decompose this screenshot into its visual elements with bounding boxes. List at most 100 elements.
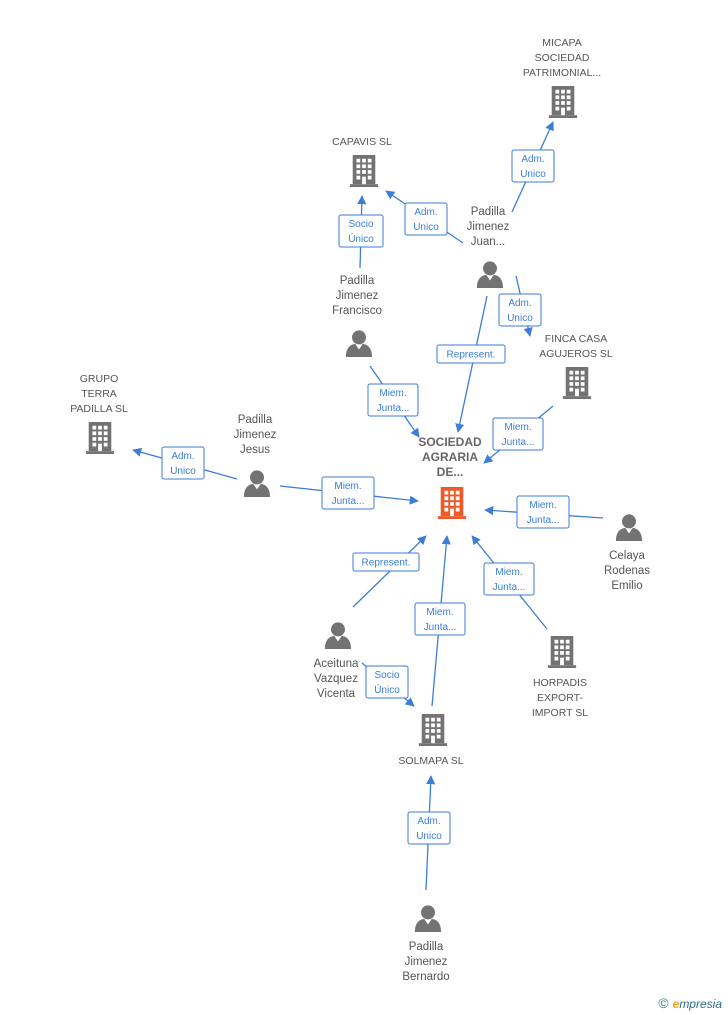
node-label: AGUJEROS SL — [539, 348, 613, 360]
relation-badge[interactable] — [511, 149, 555, 183]
node-label: TERRA — [81, 388, 117, 400]
relation-badge[interactable] — [516, 495, 570, 529]
edge-e5: Represent. — [436, 295, 506, 433]
building-icon — [547, 636, 577, 668]
node-label: Celaya — [609, 550, 645, 562]
relation-badge[interactable] — [436, 344, 506, 364]
node-label: Padilla — [409, 941, 444, 953]
relation-label: Junta... — [377, 403, 410, 414]
relation-label: Represent. — [362, 558, 411, 569]
node-label: Aceituna — [314, 658, 359, 670]
relation-label: Unico — [416, 831, 442, 842]
relation-label: Miem. — [334, 481, 361, 492]
building-icon — [85, 422, 115, 454]
node-main[interactable]: SOCIEDADAGRARIADE... — [418, 435, 482, 519]
person-icon — [243, 470, 271, 497]
relation-badge[interactable] — [161, 446, 205, 480]
person-icon — [324, 622, 352, 649]
node-label: FINCA CASA — [545, 333, 607, 345]
node-label: Rodenas — [604, 565, 650, 577]
node-label: SOCIEDAD — [535, 52, 590, 64]
relation-label: Socio — [374, 670, 399, 681]
node-label: Padilla — [238, 414, 273, 426]
node-juan[interactable]: PadillaJimenezJuan... — [467, 206, 510, 288]
building-icon — [548, 86, 578, 118]
node-label: Bernardo — [402, 971, 449, 983]
footer-brand: ©empresia — [658, 995, 722, 1011]
node-label: HORPADIS — [533, 677, 587, 689]
node-label: Jimenez — [234, 429, 277, 441]
relation-badge[interactable] — [483, 562, 535, 596]
relation-badge[interactable] — [498, 293, 542, 327]
edge-e11: Represent. — [352, 535, 427, 608]
node-label: Vicenta — [317, 688, 356, 700]
relation-label: Junta... — [502, 437, 535, 448]
node-label: Juan... — [471, 236, 506, 248]
node-label: Jimenez — [405, 956, 448, 968]
relation-label: Unico — [413, 222, 439, 233]
node-label: PADILLA SL — [70, 403, 128, 415]
node-micapa[interactable]: MICAPASOCIEDADPATRIMONIAL... — [523, 37, 601, 118]
relation-badge[interactable] — [352, 552, 420, 572]
person-icon — [476, 261, 504, 288]
node-label: MICAPA — [542, 37, 581, 49]
edge-e6: Miem.Junta... — [367, 365, 420, 438]
edge-arrow — [455, 295, 488, 433]
relation-label: Junta... — [424, 622, 457, 633]
node-grupo[interactable]: GRUPO TERRA PADILLA SL — [70, 373, 128, 454]
building-icon — [562, 367, 592, 399]
relation-label: Unico — [520, 169, 546, 180]
relation-label: Socio — [348, 219, 373, 230]
node-label: Emilio — [611, 580, 642, 592]
node-label: Francisco — [332, 305, 382, 317]
node-label: Jimenez — [336, 290, 379, 302]
node-label: CAPAVIS SL — [332, 136, 392, 148]
building-icon — [418, 714, 448, 746]
relation-badge[interactable] — [365, 665, 409, 699]
edge-e4: Adm.Unico — [498, 275, 542, 337]
relation-label: Miem. — [426, 607, 453, 618]
relation-badge[interactable] — [414, 602, 466, 636]
node-label: EXPORT- — [537, 692, 583, 704]
relation-label: Único — [348, 232, 374, 245]
person-icon — [414, 905, 442, 932]
node-label: Jimenez — [467, 221, 510, 233]
node-label: Vazquez — [314, 673, 358, 685]
edge-e2: Adm.Unico — [385, 190, 464, 244]
building-icon — [437, 487, 467, 519]
edge-e7: Miem. Junta... — [483, 405, 554, 464]
relation-label: Junta... — [493, 582, 526, 593]
relation-badge[interactable] — [367, 383, 419, 417]
edge-e15: Adm. Unico — [407, 775, 451, 891]
relation-label: Miem. — [504, 422, 531, 433]
relation-badge[interactable] — [338, 214, 384, 248]
edge-e9: Miem.Junta... — [279, 476, 419, 510]
relation-badge[interactable] — [321, 476, 375, 510]
node-label: DE... — [437, 465, 464, 479]
node-label: AGRARIA — [422, 450, 478, 464]
node-label: GRUPO — [80, 373, 119, 385]
relation-badge[interactable] — [404, 202, 448, 236]
relation-label: Adm. — [417, 816, 440, 827]
edge-e8: Adm.Unico — [132, 446, 238, 480]
node-solmapa[interactable]: SOLMAPA SL — [398, 714, 464, 767]
relation-label: Miem. — [529, 500, 556, 511]
node-label: Jesus — [240, 444, 270, 456]
relation-badge[interactable] — [407, 811, 451, 845]
node-label: Padilla — [471, 206, 506, 218]
node-finca[interactable]: FINCA CASA AGUJEROS SL — [539, 333, 613, 399]
node-label: SOLMAPA SL — [398, 755, 463, 767]
node-capavis[interactable]: CAPAVIS SL — [332, 136, 392, 187]
relation-badge[interactable] — [492, 417, 544, 451]
edge-e10: Miem.Junta... — [484, 495, 604, 529]
copyright-icon: © — [658, 995, 669, 1011]
building-icon — [349, 155, 379, 187]
brand-logo: empresia — [672, 997, 722, 1011]
